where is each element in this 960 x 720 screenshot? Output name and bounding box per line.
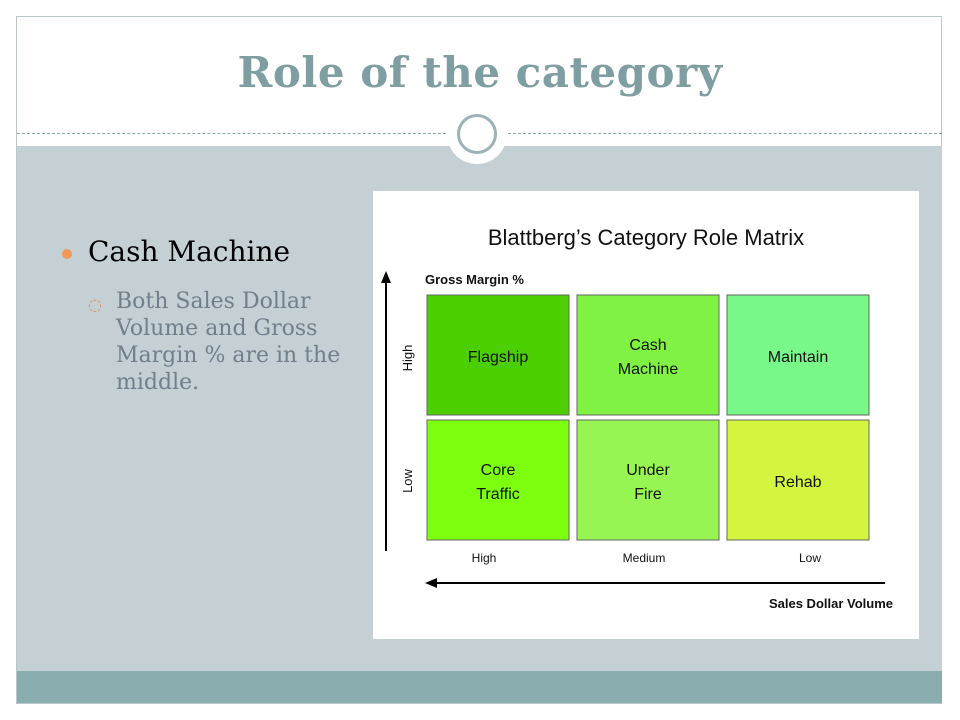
bullet-heading: Cash Machine <box>88 235 291 268</box>
matrix-cell-under-fire <box>576 419 720 541</box>
y-tick-high: High <box>400 345 415 372</box>
slide-title: Role of the category <box>237 48 723 97</box>
matrix-svg: Blattberg’s Category Role Matrix Gross M… <box>381 225 893 611</box>
category-role-matrix: Blattberg’s Category Role Matrix Gross M… <box>373 191 919 639</box>
x-tick-medium: Medium <box>623 551 666 565</box>
cell-label-under: Under <box>626 462 670 479</box>
cell-label-traffic: Traffic <box>476 486 520 503</box>
x-tick-low: Low <box>799 551 821 565</box>
x-axis-label: Sales Dollar Volume <box>769 596 893 611</box>
x-axis-arrowhead-icon <box>425 578 437 588</box>
bullet-dot-icon <box>62 249 72 259</box>
cell-label-rehab: Rehab <box>774 474 821 491</box>
matrix-title: Blattberg’s Category Role Matrix <box>488 225 804 250</box>
y-axis-arrowhead-icon <box>381 271 391 283</box>
matrix-cell-maintain <box>726 294 870 416</box>
matrix-cell-cash-machine <box>576 294 720 416</box>
y-tick-low: Low <box>400 468 415 492</box>
cell-label-core: Core <box>481 462 516 479</box>
cell-label-flagship: Flagship <box>468 349 529 366</box>
cell-label-cash: Cash <box>629 337 666 354</box>
sub-bullet-marker-icon: ◌ <box>88 295 102 314</box>
matrix-cell-core-traffic <box>426 419 570 541</box>
cell-label-fire: Fire <box>634 486 662 503</box>
x-tick-high: High <box>472 551 497 565</box>
cell-label-machine: Machine <box>618 361 679 378</box>
footer-band <box>17 671 942 703</box>
matrix-cell-flagship <box>426 294 570 416</box>
matrix-cell-rehab <box>726 419 870 541</box>
y-axis-label: Gross Margin % <box>425 272 524 287</box>
cell-label-maintain: Maintain <box>768 349 828 366</box>
sub-bullet-text: Both Sales Dollar Volume and Gross Margi… <box>116 289 341 395</box>
divider-ring-icon <box>457 114 497 154</box>
